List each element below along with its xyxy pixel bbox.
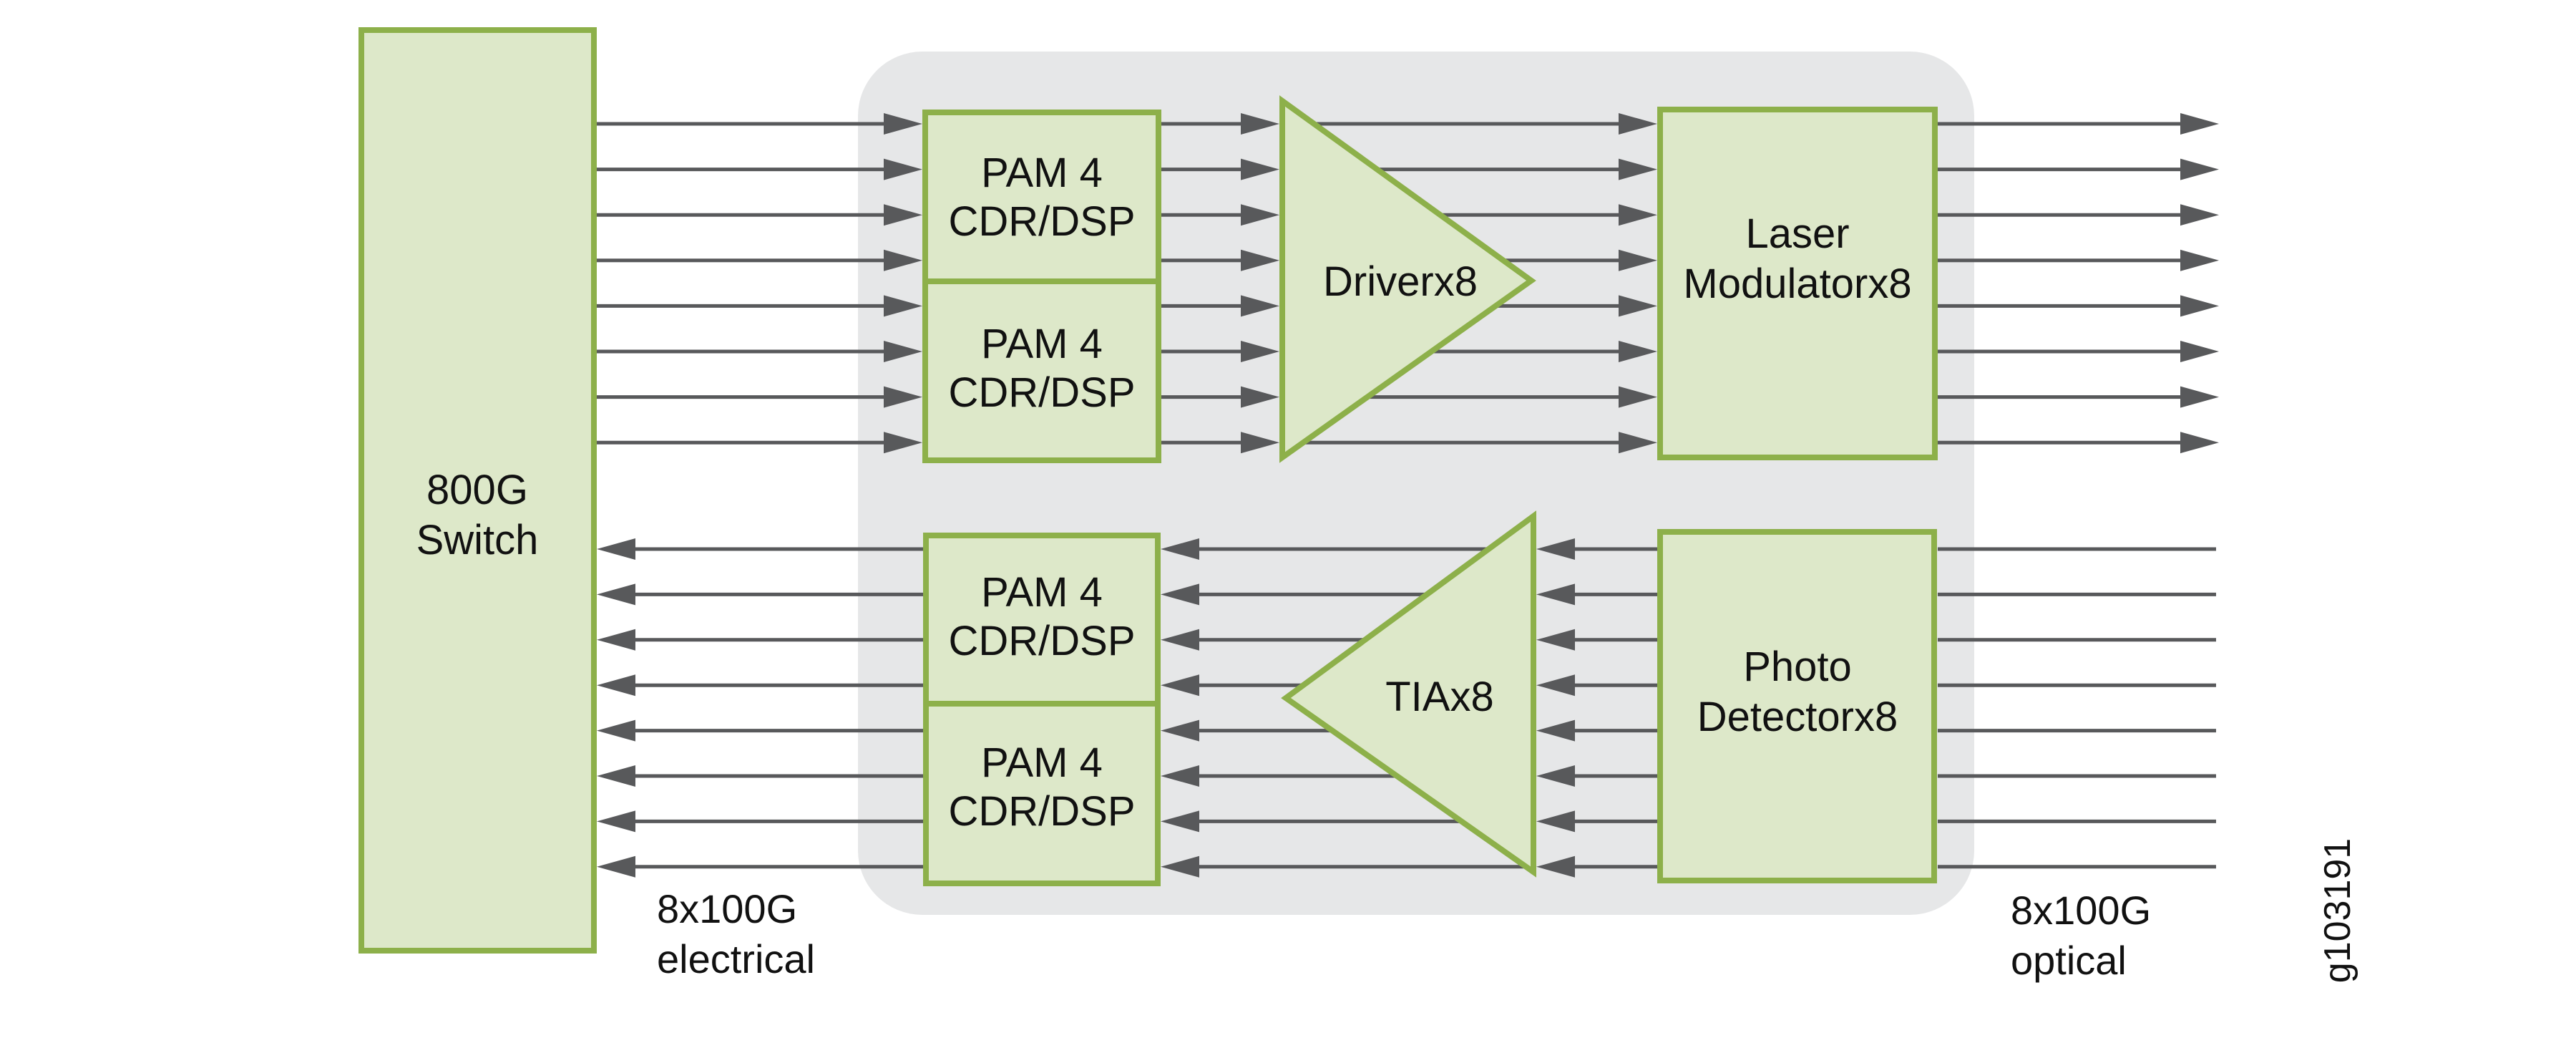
arrowhead-right-icon (1241, 113, 1279, 135)
arrowhead-right-icon (884, 341, 922, 362)
arrowhead-left-icon (1161, 538, 1199, 560)
rx-dsp-b-line2: CDR/DSP (948, 788, 1135, 835)
arrowhead-left-icon (597, 855, 635, 878)
arrowhead-right-icon (2180, 295, 2219, 317)
rx-dsp-block-b: PAM 4 CDR/DSP (923, 701, 1161, 886)
electrical-label-line1: 8x100G (657, 886, 797, 931)
arrowhead-left-icon (1161, 583, 1199, 606)
arrowhead-right-icon (884, 295, 922, 317)
optical-label-line1: 8x100G (2011, 888, 2151, 933)
arrowhead-right-icon (1619, 295, 1657, 317)
arrowhead-left-icon (597, 538, 635, 560)
arrowhead-left-icon (1161, 674, 1199, 697)
arrowhead-right-icon (2180, 386, 2219, 408)
arrowhead-right-icon (1241, 341, 1279, 362)
photo-label-line1: Photo (1743, 644, 1852, 690)
tx-dsp-b-line2: CDR/DSP (948, 369, 1135, 416)
arrowhead-right-icon (2180, 158, 2219, 180)
arrowhead-left-icon (1536, 674, 1575, 697)
tia-label: TIAx8 (1385, 674, 1494, 720)
arrowhead-right-icon (1619, 113, 1657, 135)
arrowhead-left-icon (1161, 855, 1199, 878)
figure-id: g103191 (2317, 838, 2358, 983)
photo-detector-block: Photo Detectorx8 (1657, 529, 1937, 883)
arrowhead-right-icon (884, 204, 922, 226)
arrowhead-right-icon (884, 113, 922, 135)
arrowhead-right-icon (2180, 113, 2219, 135)
optical-label-line2: optical (2011, 938, 2127, 983)
driver-label: Driverx8 (1323, 258, 1478, 305)
arrowhead-left-icon (597, 583, 635, 606)
arrowhead-right-icon (2180, 249, 2219, 271)
arrowhead-left-icon (1536, 855, 1575, 878)
switch-label-line2: Switch (416, 517, 539, 563)
tx-dsp-a-line1: PAM 4 (981, 150, 1103, 196)
rx-dsp-a-line1: PAM 4 (981, 569, 1103, 616)
arrowhead-right-icon (1241, 158, 1279, 180)
arrowhead-left-icon (1161, 719, 1199, 742)
rx-dsp-a-line2: CDR/DSP (948, 618, 1135, 664)
rx-dsp-block-a: PAM 4 CDR/DSP (923, 533, 1161, 707)
switch-label-line1: 800G (426, 467, 528, 513)
arrowhead-right-icon (1619, 386, 1657, 408)
rx-dsp-b-line1: PAM 4 (981, 739, 1103, 786)
arrowhead-left-icon (597, 765, 635, 787)
arrowhead-left-icon (1536, 538, 1575, 560)
tia-amplifier: TIAx8 (1281, 510, 1536, 878)
arrowhead-right-icon (1619, 432, 1657, 454)
arrowhead-left-icon (597, 629, 635, 651)
arrowhead-left-icon (597, 810, 635, 833)
arrowhead-left-icon (1536, 810, 1575, 833)
arrowhead-left-icon (1536, 629, 1575, 651)
arrowhead-right-icon (884, 249, 922, 271)
arrowhead-right-icon (1619, 158, 1657, 180)
arrowhead-left-icon (597, 719, 635, 742)
arrowhead-left-icon (1536, 719, 1575, 742)
tx-dsp-a-line2: CDR/DSP (948, 198, 1135, 245)
arrowhead-right-icon (1241, 295, 1279, 317)
tx-dsp-block-b: PAM 4 CDR/DSP (922, 278, 1161, 463)
tx-dsp-block-a: PAM 4 CDR/DSP (922, 110, 1161, 284)
photo-label-line2: Detectorx8 (1697, 694, 1898, 740)
laser-modulator-block: Laser Modulatorx8 (1657, 107, 1938, 460)
arrowhead-right-icon (1619, 204, 1657, 226)
arrowhead-right-icon (884, 432, 922, 454)
tx-dsp-b-line1: PAM 4 (981, 321, 1103, 367)
arrowhead-left-icon (597, 674, 635, 697)
arrowhead-left-icon (1161, 765, 1199, 787)
arrowhead-right-icon (2180, 432, 2219, 454)
arrowhead-right-icon (1619, 249, 1657, 271)
arrowhead-left-icon (1536, 765, 1575, 787)
arrowhead-left-icon (1161, 629, 1199, 651)
laser-label-line1: Laser (1745, 210, 1849, 257)
arrowhead-right-icon (1241, 386, 1279, 408)
arrowhead-left-icon (1536, 583, 1575, 606)
arrowhead-right-icon (884, 158, 922, 180)
arrowhead-right-icon (2180, 204, 2219, 226)
arrowhead-left-icon (1161, 810, 1199, 833)
arrowhead-right-icon (1241, 249, 1279, 271)
arrowhead-right-icon (884, 386, 922, 408)
arrowhead-right-icon (2180, 341, 2219, 362)
arrowhead-right-icon (1241, 432, 1279, 454)
electrical-label-line2: electrical (657, 936, 815, 981)
switch-block: 800G Switch (358, 27, 597, 954)
arrowhead-right-icon (1241, 204, 1279, 226)
arrowhead-right-icon (1619, 341, 1657, 362)
laser-label-line2: Modulatorx8 (1683, 261, 1911, 307)
driver-amplifier: Driverx8 (1279, 95, 1536, 463)
